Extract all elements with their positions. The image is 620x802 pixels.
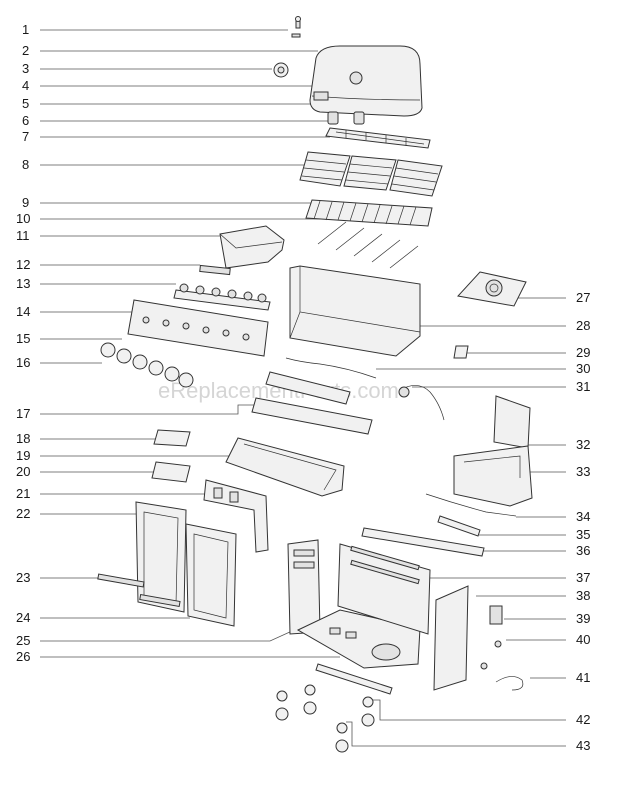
part-bottom-rail — [315, 663, 393, 695]
part-screws — [291, 16, 301, 38]
part-handle-brackets — [327, 111, 365, 125]
part-side-burner-housing — [453, 395, 533, 507]
part-rear-panel — [337, 543, 431, 635]
callout-5: 5 — [22, 96, 29, 111]
part-gas-hose — [285, 357, 377, 379]
part-wire-harness — [425, 493, 517, 517]
part-lid — [309, 45, 423, 117]
callout-37: 37 — [576, 570, 590, 585]
callout-25: 25 — [16, 633, 30, 648]
callout-8: 8 — [22, 157, 29, 172]
part-flavorizer-bars — [305, 199, 433, 227]
part-catch-pan — [153, 429, 191, 447]
callout-32: 32 — [576, 437, 590, 452]
callout-1: 1 — [22, 22, 29, 37]
callout-13: 13 — [16, 276, 30, 291]
callout-12: 12 — [16, 257, 30, 272]
part-drip-tray — [151, 461, 191, 483]
leader-lines — [40, 29, 348, 658]
callout-15: 15 — [16, 331, 30, 346]
callout-20: 20 — [16, 464, 30, 479]
part-latch — [489, 605, 503, 625]
part-door-handles — [97, 573, 181, 608]
callout-31: 31 — [576, 379, 590, 394]
callout-38: 38 — [576, 588, 590, 603]
callout-40: 40 — [576, 632, 590, 647]
callout-24: 24 — [16, 610, 30, 625]
callout-numbers-right: 27 28 29 30 31 32 33 34 35 36 37 38 39 4… — [576, 290, 590, 753]
part-burner-tubes — [317, 221, 419, 269]
part-regulator-hose — [398, 385, 445, 421]
part-frame-rails — [361, 515, 485, 557]
part-screw — [480, 640, 502, 670]
callout-11: 11 — [16, 228, 30, 243]
part-casters — [275, 684, 375, 753]
callout-36: 36 — [576, 543, 590, 558]
part-cooking-grates — [299, 151, 443, 197]
part-warming-rack — [325, 127, 431, 149]
part-cookbox — [289, 265, 421, 357]
part-grease-tray — [225, 437, 345, 497]
callout-3: 3 — [22, 61, 29, 76]
callout-19: 19 — [16, 448, 30, 463]
callout-7: 7 — [22, 129, 29, 144]
callout-33: 33 — [576, 464, 590, 479]
callout-34: 34 — [576, 509, 590, 524]
callout-2: 2 — [22, 43, 29, 58]
callout-29: 29 — [576, 345, 590, 360]
part-heat-deflectors — [251, 371, 373, 435]
callout-35: 35 — [576, 527, 590, 542]
callout-17: 17 — [16, 406, 30, 421]
callout-43: 43 — [576, 738, 590, 753]
part-bracket — [453, 345, 469, 359]
callout-28: 28 — [576, 318, 590, 333]
part-thermometer — [273, 62, 289, 78]
callout-30: 30 — [576, 361, 590, 376]
callout-9: 9 — [22, 195, 29, 210]
part-control-knobs — [100, 342, 194, 388]
callout-numbers-left: 1 2 3 4 5 6 7 8 9 10 11 12 13 14 15 16 1… — [16, 22, 30, 664]
callout-14: 14 — [16, 304, 30, 319]
callout-21: 21 — [16, 486, 30, 501]
callout-10: 10 — [16, 211, 30, 226]
part-right-panel — [433, 585, 469, 691]
callout-26: 26 — [16, 649, 30, 664]
part-tray-bracket — [203, 479, 269, 553]
part-crossover-tube — [199, 264, 231, 276]
part-doors — [135, 501, 237, 627]
leader-lines-right — [346, 297, 566, 747]
part-side-burner — [457, 271, 527, 307]
callout-16: 16 — [16, 355, 30, 370]
part-manifold — [173, 283, 271, 311]
callout-23: 23 — [16, 570, 30, 585]
callout-39: 39 — [576, 611, 590, 626]
part-bottom-panel — [296, 609, 421, 669]
callout-6: 6 — [22, 113, 29, 128]
callout-27: 27 — [576, 290, 590, 305]
part-heat-shield — [219, 225, 285, 269]
callout-4: 4 — [22, 78, 29, 93]
part-igniter — [495, 676, 524, 691]
callout-22: 22 — [16, 506, 30, 521]
part-control-panel — [127, 299, 269, 357]
callout-42: 42 — [576, 712, 590, 727]
callout-18: 18 — [16, 431, 30, 446]
callout-41: 41 — [576, 670, 590, 685]
part-left-panel — [287, 539, 321, 635]
